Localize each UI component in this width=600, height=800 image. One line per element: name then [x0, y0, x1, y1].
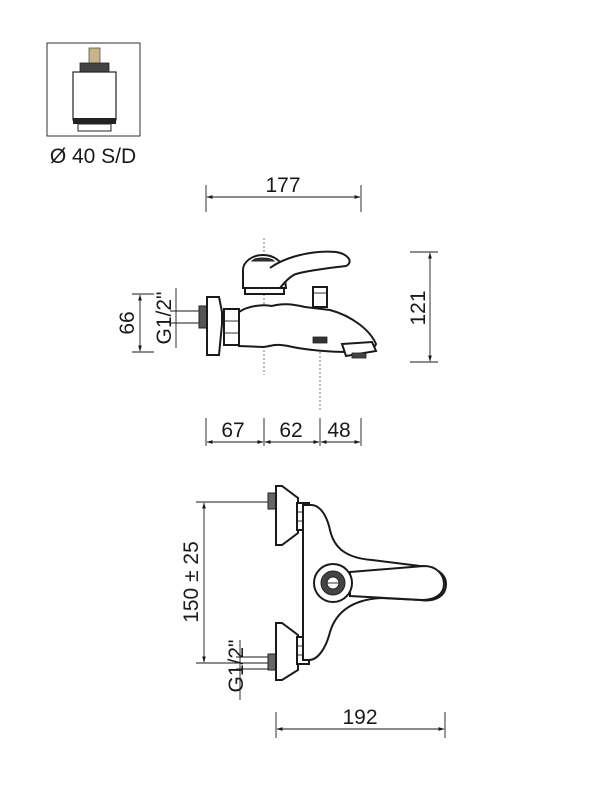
cartridge-frame — [46, 42, 141, 137]
side-view: 177 121 66 G1/2" — [116, 174, 438, 446]
mixer-body-side — [238, 250, 378, 359]
cartridge-icon — [72, 47, 117, 132]
dim-height: 121 — [407, 290, 430, 325]
dim-depth: 192 — [342, 706, 377, 729]
top-view: 150 ± 25 G1/2" — [180, 485, 448, 738]
cartridge-label: Ø 40 S/D — [50, 145, 136, 168]
dim-thread-top: G1/2" — [225, 640, 248, 693]
dim-offset-body: 62 — [279, 419, 302, 442]
dim-inlet-height: 66 — [116, 311, 139, 334]
mixer-body-top — [302, 503, 448, 661]
cartridge-panel: Ø 40 S/D — [46, 42, 141, 168]
dim-thread-side: G1/2" — [153, 292, 176, 345]
hex-nut-side — [223, 308, 240, 346]
dim-inlet-spacing: 150 ± 25 — [180, 541, 203, 623]
dim-overall-width: 177 — [265, 174, 300, 197]
dim-offset-spout: 48 — [327, 419, 350, 442]
dim-offset-wall: 67 — [221, 419, 244, 442]
